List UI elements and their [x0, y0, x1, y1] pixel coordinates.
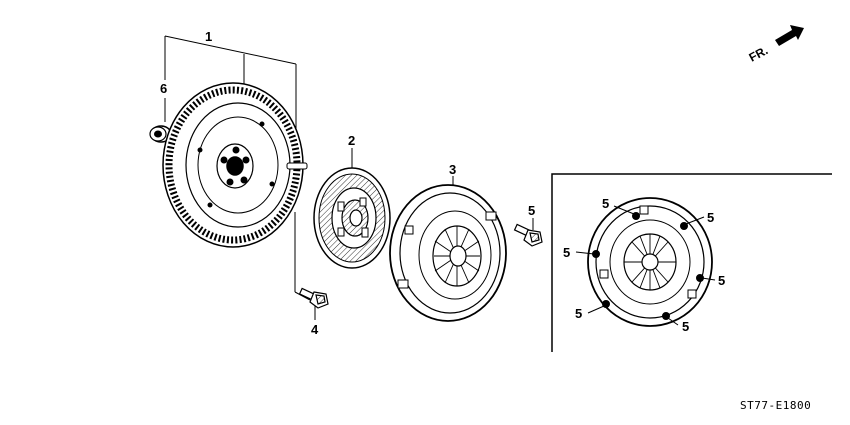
- clutch-disc: [313, 167, 391, 269]
- pressure-plate: [389, 184, 507, 322]
- detail-callout: 5: [575, 306, 582, 321]
- detail-callout: 5: [682, 319, 689, 334]
- part-code: ST77-E1800: [740, 399, 811, 412]
- detail-callout: 5: [707, 210, 714, 225]
- callout-pressure-plate: 3: [449, 162, 456, 177]
- detail-leader-lines: [575, 205, 716, 326]
- callout-pressure-plate-bolt: 5: [528, 203, 535, 218]
- callout-clutch-disc: 2: [348, 133, 355, 148]
- flywheel-bolt: [298, 287, 329, 309]
- detail-callout: 5: [602, 196, 609, 211]
- callout-flywheel-assembly: 1: [205, 29, 212, 44]
- flywheel: [162, 82, 304, 248]
- front-label: FR.: [747, 43, 771, 64]
- detail-callout: 5: [563, 245, 570, 260]
- detail-callout: 5: [718, 273, 725, 288]
- callout-flywheel-bolt: 4: [311, 322, 319, 337]
- leader-lines: [164, 35, 534, 320]
- detail-pressure-plate: [587, 197, 713, 327]
- pressure-plate-bolt: [513, 223, 543, 247]
- front-direction-arrow: [775, 25, 804, 46]
- dowel-pin: [286, 162, 308, 170]
- callout-pilot-bearing: 6: [160, 81, 167, 96]
- detail-frame: [551, 173, 832, 352]
